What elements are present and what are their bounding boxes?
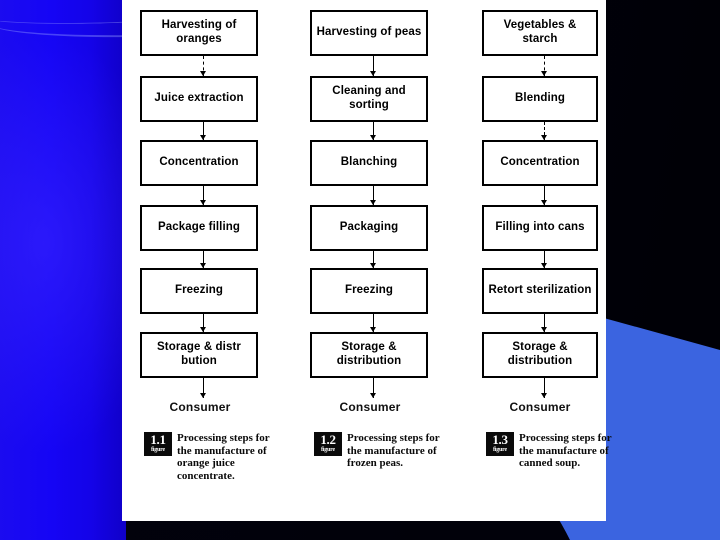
process-step-box: Storage & distribution: [310, 332, 428, 378]
process-step-box: Freezing: [310, 268, 428, 314]
connector-arrow: [539, 251, 551, 268]
figure-word: figure: [492, 447, 508, 453]
connector-arrow: [368, 186, 380, 205]
flow-diagram: Harvesting of oranges Juice extraction C…: [122, 0, 611, 521]
connector-arrow: [198, 314, 210, 332]
figure-badge: 1.2 figure: [314, 432, 342, 456]
connector-arrow: [198, 378, 210, 398]
figure-number: 1.3: [492, 432, 508, 447]
figure-caption: 1.1 figure Processing steps for the manu…: [144, 432, 276, 482]
process-step-box: Juice extraction: [140, 76, 258, 122]
figure-badge: 1.3 figure: [486, 432, 514, 456]
process-step-box: Concentration: [482, 140, 598, 186]
connector-arrow: [198, 251, 210, 268]
figure-caption-text: Processing steps for the manufacture of …: [519, 432, 612, 470]
connector-arrow: [368, 378, 380, 398]
connector-arrow: [539, 378, 551, 398]
figure-word: figure: [320, 447, 336, 453]
connector-arrow: [539, 314, 551, 332]
process-step-box: Blanching: [310, 140, 428, 186]
process-step-box: Packaging: [310, 205, 428, 251]
flow-terminal-label: Consumer: [509, 400, 571, 414]
process-step-box: Storage & distr bution: [140, 332, 258, 378]
figure-caption-text: Processing steps for the manufacture of …: [177, 432, 270, 482]
connector-arrow: [198, 186, 210, 205]
connector-arrow: [368, 251, 380, 268]
flow-terminal-label: Consumer: [339, 400, 401, 414]
process-step-box: Storage & distribution: [482, 332, 598, 378]
background-blue-glow: [0, 0, 126, 540]
connector-arrow: [198, 122, 210, 140]
figure-number: 1.1: [150, 432, 166, 447]
flow-terminal-label: Consumer: [169, 400, 231, 414]
figure-word: figure: [150, 447, 166, 453]
process-step-box: Concentration: [140, 140, 258, 186]
process-step-box: Filling into cans: [482, 205, 598, 251]
connector-arrow: [368, 122, 380, 140]
process-step-box: Vegetables & starch: [482, 10, 598, 56]
figure-badge: 1.1 figure: [144, 432, 172, 456]
process-step-box: Harvesting of peas: [310, 10, 428, 56]
process-step-box: Package filling: [140, 205, 258, 251]
process-step-box: Retort sterilization: [482, 268, 598, 314]
process-step-box: Cleaning and sorting: [310, 76, 428, 122]
figure-caption: 1.2 figure Processing steps for the manu…: [314, 432, 446, 470]
process-step-box: Freezing: [140, 268, 258, 314]
figure-caption-text: Processing steps for the manufacture of …: [347, 432, 440, 470]
process-step-box: Harvesting of oranges: [140, 10, 258, 56]
process-step-box: Blending: [482, 76, 598, 122]
connector-arrow: [368, 56, 380, 76]
figure-number: 1.2: [320, 432, 336, 447]
connector-arrow: [368, 314, 380, 332]
connector-arrow: [198, 56, 210, 76]
connector-arrow: [539, 56, 551, 76]
connector-arrow: [539, 186, 551, 205]
connector-arrow: [539, 122, 551, 140]
figure-caption: 1.3 figure Processing steps for the manu…: [486, 432, 618, 470]
content-panel: Harvesting of oranges Juice extraction C…: [122, 0, 611, 521]
